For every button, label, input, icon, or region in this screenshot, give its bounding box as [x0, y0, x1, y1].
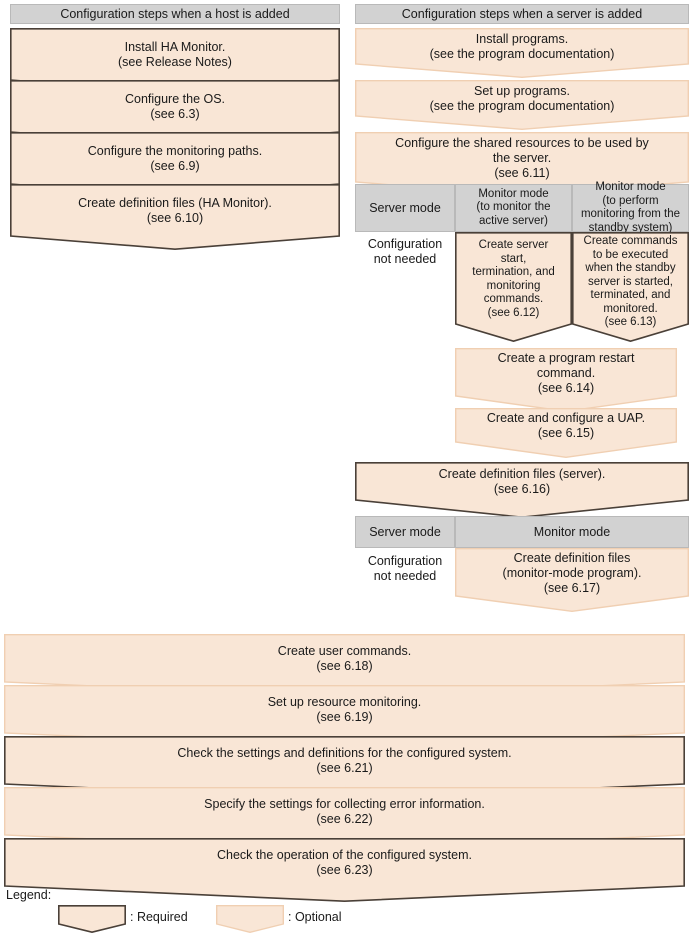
table1-header-3-line-1: Monitor mode	[595, 181, 666, 193]
legend-optional-label: : Optional	[288, 910, 342, 924]
table2-header-1-line-1: Server mode	[369, 524, 441, 539]
table2-cell-2: Create definition files(monitor-mode pro…	[455, 548, 689, 612]
table1-header-1: Server mode	[355, 184, 455, 232]
legend-swatch-optional	[216, 905, 284, 933]
table1-cell-1-line-2: not needed	[373, 252, 437, 266]
table2-cell-1-line-1: Configuration	[367, 554, 443, 568]
legend-required-label: : Required	[130, 910, 188, 924]
table1-cell-1-line-1: Configuration	[367, 237, 443, 251]
table1-header-2-line-3: active server)	[478, 214, 549, 227]
table2-cell-1-line-2: not needed	[373, 569, 437, 583]
column-header-host: Configuration steps when a host is added	[10, 4, 340, 24]
table1-header-3-line-4: standby system)	[588, 221, 673, 234]
table1-header-3-line-3: monitoring from the	[580, 208, 681, 220]
server-step2-2: Create and configure a UAP.(see 6.15)	[455, 408, 677, 458]
table1-header-1-line-1: Server mode	[369, 200, 441, 215]
table1-header-2-line-1: Monitor mode	[478, 187, 549, 200]
legend-title: Legend:	[6, 888, 52, 902]
table2-header-1: Server mode	[355, 516, 455, 548]
server-step2-3: Create definition files (server).(see 6.…	[355, 462, 689, 518]
table1-header-2-line-2: (to monitor the	[476, 201, 551, 214]
legend-swatch-required	[58, 905, 126, 933]
table1-header-3-line-2: (to perform	[602, 194, 659, 207]
server-step-2: Set up programs.(see the program documen…	[355, 80, 689, 130]
table2-header-2: Monitor mode	[455, 516, 689, 548]
table2-header-2-line-1: Monitor mode	[533, 524, 611, 539]
common-step-5: Check the operation of the configured sy…	[4, 838, 685, 902]
host-step-4: Create definition files (HA Monitor).(se…	[10, 184, 340, 250]
column-header-server: Configuration steps when a server is add…	[355, 4, 689, 24]
server-step-1: Install programs.(see the program docume…	[355, 28, 689, 78]
